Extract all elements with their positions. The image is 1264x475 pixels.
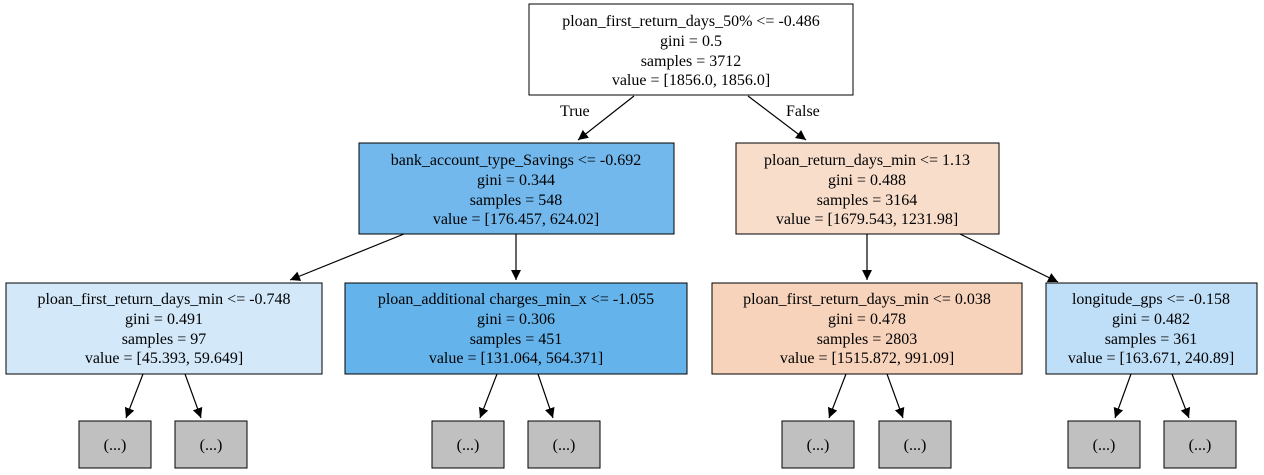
ellipsis-label: (...) [1189,437,1212,454]
node-split: ploan_return_days_min <= 1.13 [764,152,970,169]
node-box [528,3,854,96]
node-box [711,282,1023,375]
node-samples: samples = 3164 [817,192,918,209]
edge-label-true: True [560,103,590,120]
node-gini: gini = 0.478 [828,311,906,328]
ellipsis-label: (...) [457,437,480,454]
node-box [344,282,688,375]
edge-l1-e1 [124,373,144,419]
tree-node-l4: longitude_gps <= -0.158 gini = 0.482 sam… [1045,282,1258,375]
tree-node-true: bank_account_type_Savings <= -0.692 gini… [358,142,675,235]
ellipsis-box [878,420,952,469]
tree-node-l1: ploan_first_return_days_min <= -0.748 gi… [5,282,323,375]
ellipsis-node: (...) [78,420,152,469]
ellipsis-box [781,420,855,469]
ellipsis-box [431,420,505,469]
node-box [358,142,675,235]
edge-l3-e6 [886,373,905,419]
node-gini: gini = 0.488 [828,172,906,189]
node-box [735,142,1000,235]
node-split: ploan_first_return_days_min <= 0.038 [743,291,991,308]
node-split: ploan_first_return_days_min <= -0.748 [37,291,290,308]
ellipsis-label: (...) [807,437,830,454]
node-samples: samples = 361 [1105,331,1198,348]
tree-node-root: ploan_first_return_days_50% <= -0.486 gi… [528,3,854,96]
node-value: value = [1679.543, 1231.98] [776,211,958,228]
ellipsis-node: (...) [527,420,601,469]
edge-l4-e8 [1171,373,1191,419]
node-gini: gini = 0.482 [1112,311,1190,328]
edge-false-l4 [959,233,1059,283]
edge-l3-e5 [827,373,847,419]
edge-l2-e3 [478,373,498,419]
node-samples: samples = 2803 [817,331,918,348]
node-split: longitude_gps <= -0.158 [1072,291,1230,308]
ellipsis-node: (...) [878,420,952,469]
edge-l4-e7 [1113,373,1132,419]
node-gini: gini = 0.491 [125,311,203,328]
edge-root-false [747,95,807,141]
node-value: value = [1856.0, 1856.0] [612,72,770,89]
node-value: value = [45.393, 59.649] [85,350,243,367]
node-box [5,282,323,375]
ellipsis-label: (...) [904,437,927,454]
ellipsis-label: (...) [200,437,223,454]
edges [124,95,1191,419]
node-box [1045,282,1258,375]
ellipsis-node: (...) [431,420,505,469]
ellipsis-box [174,420,248,469]
edge-label-false: False [786,103,820,120]
tree-node-l3: ploan_first_return_days_min <= 0.038 gin… [711,282,1023,375]
ellipsis-box [1163,420,1237,469]
edge-l1-e2 [184,373,203,419]
ellipsis-label: (...) [104,437,127,454]
edge-true-l1 [289,233,405,281]
tree-node-l2: ploan_additional charges_min_x <= -1.055… [344,282,688,375]
node-split: bank_account_type_Savings <= -0.692 [391,152,641,169]
ellipsis-label: (...) [553,437,576,454]
node-value: value = [176.457, 624.02] [433,211,599,228]
node-samples: samples = 451 [470,331,563,348]
ellipsis-box [78,420,152,469]
node-gini: gini = 0.344 [477,172,555,189]
ellipsis-node: (...) [1067,420,1141,469]
edge-l2-e4 [537,373,555,419]
node-split: ploan_additional charges_min_x <= -1.055 [378,291,654,308]
node-gini: gini = 0.5 [660,33,722,50]
node-samples: samples = 3712 [641,53,742,70]
edge-root-true [577,95,635,141]
ellipsis-box [1067,420,1141,469]
node-samples: samples = 97 [122,331,207,348]
node-samples: samples = 548 [470,192,563,209]
node-split: ploan_first_return_days_50% <= -0.486 [562,13,820,30]
tree-node-false: ploan_return_days_min <= 1.13 gini = 0.4… [735,142,1000,235]
node-value: value = [1515.872, 991.09] [780,350,954,367]
ellipsis-label: (...) [1093,437,1116,454]
ellipsis-box [527,420,601,469]
node-value: value = [163.671, 240.89] [1068,350,1234,367]
ellipsis-node: (...) [781,420,855,469]
ellipsis-node: (...) [174,420,248,469]
node-gini: gini = 0.306 [477,311,555,328]
node-value: value = [131.064, 564.371] [429,350,603,367]
ellipsis-node: (...) [1163,420,1237,469]
